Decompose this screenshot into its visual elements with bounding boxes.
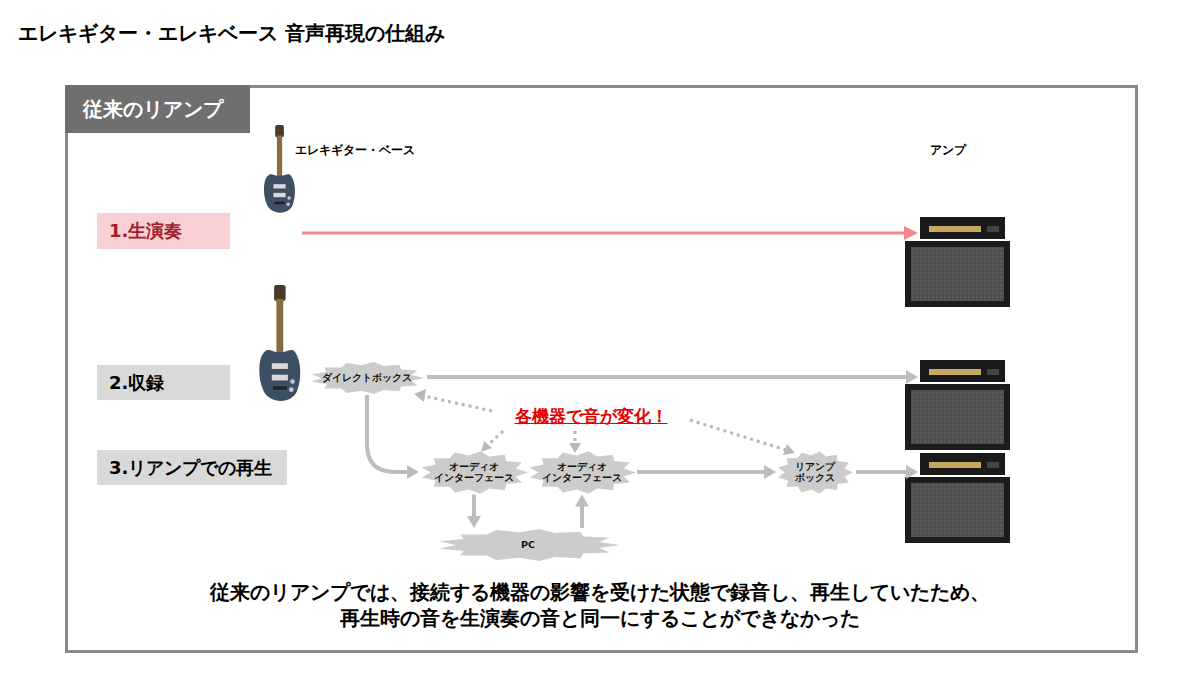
page-title: エレキギター・エレキベース 音声再現の仕組み <box>18 20 445 47</box>
device-cloud: オーディオ インターフェース <box>419 450 529 495</box>
cloud-fill <box>312 362 424 394</box>
device-cloud: ダイレクトボックス <box>309 361 425 395</box>
dotted-arrows <box>424 396 786 450</box>
panel-heading: 従来のリアンプ <box>65 85 250 133</box>
signal-connector <box>575 495 589 529</box>
signal-line <box>302 232 906 235</box>
label: アンプ <box>930 142 966 159</box>
step-label: 2.収録 <box>109 371 164 395</box>
step-label: 1.生演奏 <box>109 219 182 243</box>
device-name: PC <box>521 539 535 550</box>
device-cloud: PC <box>436 528 621 562</box>
device-cloud: リアンプ ボックス <box>776 450 854 495</box>
signal-line <box>427 375 906 379</box>
amp-grille <box>911 390 1004 444</box>
signal-line <box>856 470 906 474</box>
signal-connector <box>367 395 419 479</box>
arrow-head <box>906 370 918 384</box>
cloud-fill <box>439 529 619 561</box>
amp-grille <box>911 247 1004 301</box>
caption: 従来のリアンプでは、接続する機器の影響を受けた状態で録音し、再生していたため、 … <box>210 579 990 631</box>
arrow-head <box>407 465 419 479</box>
label: 各機器で音が変化！ <box>512 405 671 428</box>
cloud-fill <box>778 451 853 494</box>
device-name: オーディオ インターフェース <box>540 461 624 484</box>
panel: 従来のリアンプ 1.生演奏 2.収録 3.リアンプでの再生 ダイレクトボックスオーディオ… <box>65 85 1138 653</box>
device-name: オーディオ インターフェース <box>432 461 516 484</box>
step-label-box: 3.リアンプでの再生 <box>97 450 287 485</box>
guitar-icon <box>259 285 300 401</box>
step-label-box: 1.生演奏 <box>97 213 230 249</box>
cloud-fill <box>422 451 528 494</box>
cloud-fill <box>530 451 636 494</box>
device-name: ダイレクトボックス <box>322 372 412 383</box>
guitar-icon <box>264 125 295 213</box>
step-label-box: 2.収録 <box>97 365 230 400</box>
arrow-head <box>575 495 589 507</box>
device-name: リアンプ ボックス <box>789 461 841 484</box>
arrow-head <box>904 226 918 240</box>
arrow-head <box>906 465 918 479</box>
amp-icon <box>905 453 1010 543</box>
arrow-head <box>764 465 776 479</box>
amp-icon <box>905 217 1010 307</box>
connector-line <box>637 470 768 474</box>
step-label: 3.リアンプでの再生 <box>109 456 272 480</box>
label: エレキギター・ベース <box>295 142 415 159</box>
amp-grille <box>911 483 1004 537</box>
connector-line <box>367 395 411 472</box>
device-cloud: オーディオ インターフェース <box>527 450 637 495</box>
signal-connector <box>637 465 776 479</box>
signal-connector <box>467 495 481 529</box>
dotted-arrow-heads <box>414 389 795 455</box>
arrow-head <box>467 516 481 528</box>
amp-icon <box>905 360 1010 450</box>
